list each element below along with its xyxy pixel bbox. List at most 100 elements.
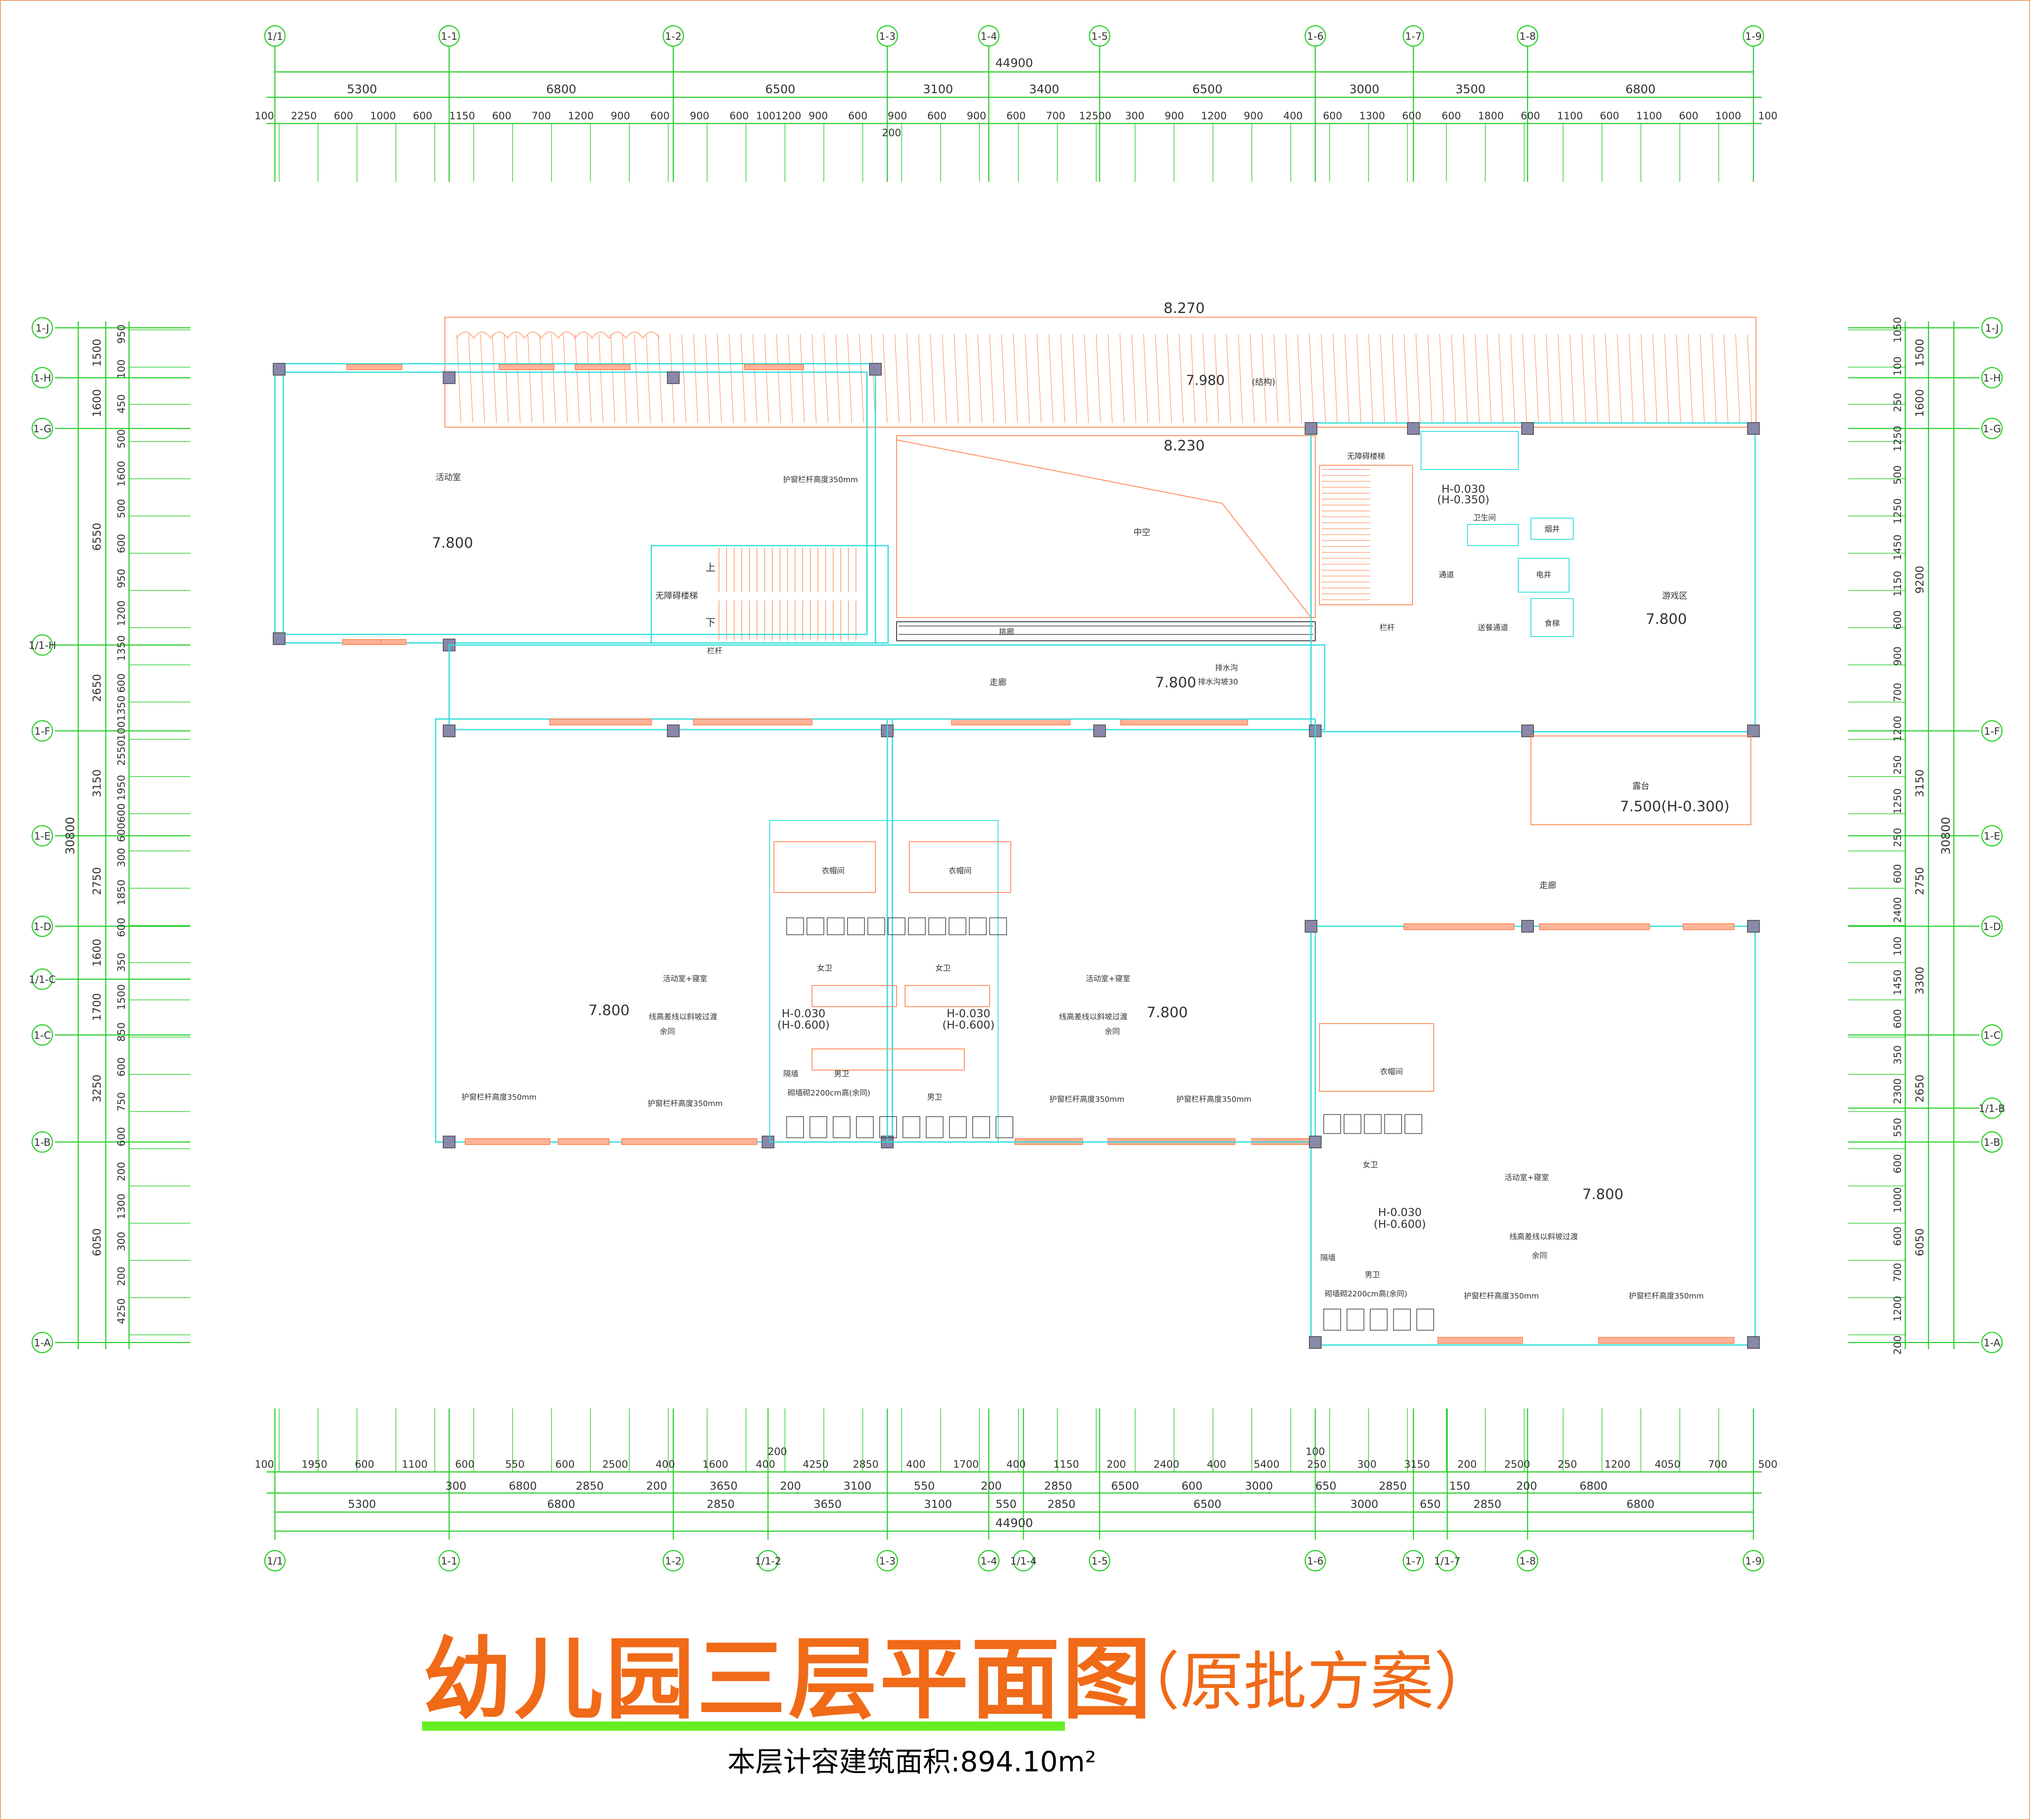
roof-rib bbox=[823, 334, 828, 423]
bottom-dim-row1-text: 1950 bbox=[302, 1458, 327, 1470]
right-dim-col2-text: 500 bbox=[1892, 465, 1904, 485]
locker bbox=[949, 917, 966, 935]
top-dim-row2-text: 600 bbox=[334, 110, 353, 122]
col bbox=[1309, 1136, 1322, 1148]
stall bbox=[926, 1116, 944, 1138]
left-axis-label: 1-A bbox=[34, 1337, 51, 1349]
bottom-axis-circle bbox=[757, 1550, 779, 1572]
left-dim-col2-text: 200 bbox=[115, 1267, 127, 1286]
top-dim-row2-text: 900 bbox=[1244, 110, 1263, 122]
col bbox=[443, 371, 455, 384]
roof-rib bbox=[741, 334, 746, 423]
top-dim-row2-text: 1100 bbox=[1636, 110, 1662, 122]
stall bbox=[786, 1116, 804, 1138]
bottom-dim-row1-text: 550 bbox=[505, 1458, 525, 1470]
top-dim-row2-text: 900 bbox=[809, 110, 828, 122]
bottom-axis-circle bbox=[662, 1550, 684, 1572]
left-axis-circle bbox=[31, 317, 53, 339]
note-gallery: 挑廊 bbox=[999, 628, 1014, 637]
roof-rib bbox=[883, 334, 888, 423]
roof-rib bbox=[954, 334, 959, 423]
elev-toilet-ne2: (H-0.350) bbox=[1437, 494, 1490, 506]
right-dim-col2-text: 1150 bbox=[1892, 571, 1904, 596]
bottom-dim-row3-text: 2850 bbox=[1048, 1498, 1075, 1511]
locker bbox=[888, 917, 905, 935]
locker bbox=[807, 917, 824, 935]
bottom-axis-label: 1-1 bbox=[441, 1555, 457, 1567]
room-male-se: 男卫 bbox=[1365, 1271, 1380, 1279]
bottom-dim-row1-text: 2850 bbox=[853, 1458, 878, 1470]
roof-rib bbox=[1487, 334, 1492, 423]
right-dim-col1-text: 9200 bbox=[1914, 565, 1926, 593]
top-dim-row2-text: 600 bbox=[730, 110, 749, 122]
roof-rib bbox=[468, 334, 473, 423]
title-underline bbox=[422, 1721, 1065, 1731]
col bbox=[1521, 725, 1534, 737]
roof-rib bbox=[989, 334, 994, 423]
right-axis-label: 1-C bbox=[1983, 1029, 2001, 1041]
roof-arch bbox=[575, 332, 593, 339]
roof-rib bbox=[1380, 334, 1385, 423]
bottom-axis-label: 1-7 bbox=[1405, 1555, 1421, 1567]
note-rail-w2: 护窗栏杆高度350mm bbox=[647, 1099, 722, 1108]
roof-rib bbox=[717, 334, 722, 423]
flue-box bbox=[1531, 518, 1574, 540]
stair-down: 下 bbox=[705, 617, 716, 629]
roof-rib bbox=[1522, 334, 1527, 423]
roof-arch bbox=[456, 332, 474, 339]
note-bath-c: 线高差线以斜坡过渡 bbox=[1059, 1013, 1127, 1021]
top-dim-row2-text: 600 bbox=[413, 110, 432, 122]
right-dim-col2-text: 1000 bbox=[1892, 1187, 1904, 1213]
note-bath-w: 线高差线以斜坡过渡 bbox=[649, 1013, 717, 1021]
bottom-dim-row2-text: 3000 bbox=[1245, 1480, 1273, 1493]
window bbox=[380, 639, 406, 645]
right-axis-label: 1-F bbox=[1984, 725, 2000, 737]
roof-rib bbox=[800, 334, 805, 423]
right-axis-circle bbox=[1981, 317, 2003, 339]
left-axis-label: 1-E bbox=[34, 830, 50, 842]
top-dim-row2-text: 1200 bbox=[568, 110, 594, 122]
stair-nw-box bbox=[650, 545, 889, 644]
roof-arch bbox=[473, 332, 491, 339]
bottom-dim-row1-text: 600 bbox=[455, 1458, 475, 1470]
room-toilet: 卫生间 bbox=[1473, 513, 1496, 522]
right-dim-col1-text: 1500 bbox=[1914, 339, 1926, 367]
right-dim-col2-text: 700 bbox=[1892, 1263, 1904, 1282]
left-axis-circle bbox=[31, 417, 53, 439]
elev-toilet-ne: H-0.030 bbox=[1441, 483, 1485, 496]
left-axis-circle bbox=[31, 720, 53, 742]
roof-rib bbox=[622, 334, 627, 423]
bottom-dim-row1-text: 600 bbox=[355, 1458, 374, 1470]
bottom-axis-circle bbox=[1402, 1550, 1424, 1572]
top-dim-row2-text: 600 bbox=[1442, 110, 1461, 122]
bottom-dim-row1-text: 700 bbox=[1708, 1458, 1728, 1470]
roof-rib bbox=[1155, 334, 1160, 423]
roof-rib bbox=[575, 334, 580, 423]
room-cloak-c: 衣帽间 bbox=[949, 867, 971, 876]
left-dim-col1-text: 6050 bbox=[91, 1228, 104, 1256]
top-dim-row1-text: 3000 bbox=[1349, 82, 1379, 96]
stall bbox=[972, 1116, 990, 1138]
roof-rib bbox=[1723, 334, 1728, 423]
roof-arch bbox=[642, 332, 660, 339]
note-drain-slope: 排水沟坡30 bbox=[1198, 678, 1238, 686]
roof-rib bbox=[539, 334, 544, 423]
roof-rib bbox=[776, 334, 781, 423]
bottom-axis-label: 1/1-7 bbox=[1434, 1555, 1461, 1567]
right-dim-col2-text: 350 bbox=[1892, 1045, 1904, 1065]
room-cloak-w: 衣帽间 bbox=[822, 867, 845, 876]
left-dim-col1-text: 2650 bbox=[91, 674, 104, 702]
room-dorm-se: 活动室+寝室 bbox=[1504, 1173, 1549, 1182]
room-female-w: 女卫 bbox=[817, 964, 832, 973]
top-dim-row2-text: 900 bbox=[611, 110, 630, 122]
bottom-dim-row2-text: 150 bbox=[1449, 1480, 1470, 1493]
bottom-dim-row2-text: 200 bbox=[780, 1480, 801, 1493]
room-food-passage: 送餐通道 bbox=[1478, 623, 1508, 632]
roof-rib bbox=[1037, 334, 1042, 423]
room-male-w: 男卫 bbox=[834, 1070, 849, 1079]
top-axis-2-circle bbox=[662, 25, 684, 47]
stall bbox=[996, 1116, 1013, 1138]
bottom-dim-row3-text: 2850 bbox=[1473, 1498, 1501, 1511]
bottom-dim-row3-text: 5300 bbox=[348, 1498, 376, 1511]
top-axis-8-label: 1-8 bbox=[1519, 30, 1536, 42]
